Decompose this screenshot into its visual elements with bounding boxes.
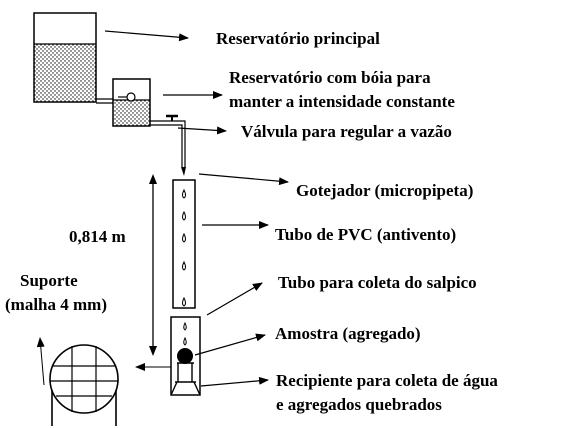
dripper-tip-icon: [181, 167, 186, 176]
support-pointer-arrow: [36, 337, 45, 386]
label-support-2: (malha 4 mm): [5, 295, 107, 314]
label-dripper: Gotejador (micropipeta): [296, 181, 473, 200]
label-container-2: e agregados quebrados: [276, 395, 442, 414]
main-reservoir: [33, 12, 97, 103]
splash-collection-tube: [170, 316, 201, 396]
label-pvc-tube: Tubo de PVC (antivento): [275, 225, 456, 244]
arrow-splash-tube: [206, 282, 263, 316]
feed-pipe: [150, 120, 186, 167]
arrow-dripper: [198, 173, 289, 186]
arrow-main-reservoir: [104, 30, 189, 42]
label-float-reservoir-1: Reservatório com bóia para: [229, 68, 431, 87]
label-height: 0,814 m: [69, 227, 126, 246]
height-arrow-bottom: [149, 346, 157, 356]
label-container-1: Recipiente para coleta de água: [276, 371, 498, 390]
main-reservoir-water: [34, 44, 96, 102]
arrow-valve: [177, 126, 227, 135]
arrow-sample: [194, 333, 266, 356]
pvc-tube: [172, 179, 196, 309]
arrow-container: [200, 376, 269, 387]
height-arrow-top: [149, 174, 157, 184]
splash-drops: [183, 321, 187, 346]
aggregate-sample-icon: [177, 348, 193, 364]
support-mesh: [49, 344, 119, 426]
valve-icon: [166, 114, 178, 121]
water-drops: [182, 188, 186, 307]
label-valve: Válvula para regular a vazão: [241, 122, 452, 141]
main-reservoir-tank: [33, 12, 97, 103]
label-splash-tube: Tubo para coleta do salpico: [278, 273, 477, 292]
label-sample: Amostra (agregado): [275, 324, 421, 343]
float-reservoir-tank: [112, 78, 151, 127]
label-float-reservoir-2: manter a intensidade constante: [229, 92, 455, 111]
collection-container: [170, 362, 201, 396]
float-ball-icon: [126, 92, 136, 102]
float-reservoir-water: [113, 100, 150, 126]
label-arrows: [104, 30, 289, 387]
float-reservoir: [112, 78, 151, 127]
label-main-reservoir: Reservatório principal: [216, 29, 380, 48]
label-support-1: Suporte: [20, 271, 78, 290]
connector-pipe-1: [96, 98, 113, 104]
